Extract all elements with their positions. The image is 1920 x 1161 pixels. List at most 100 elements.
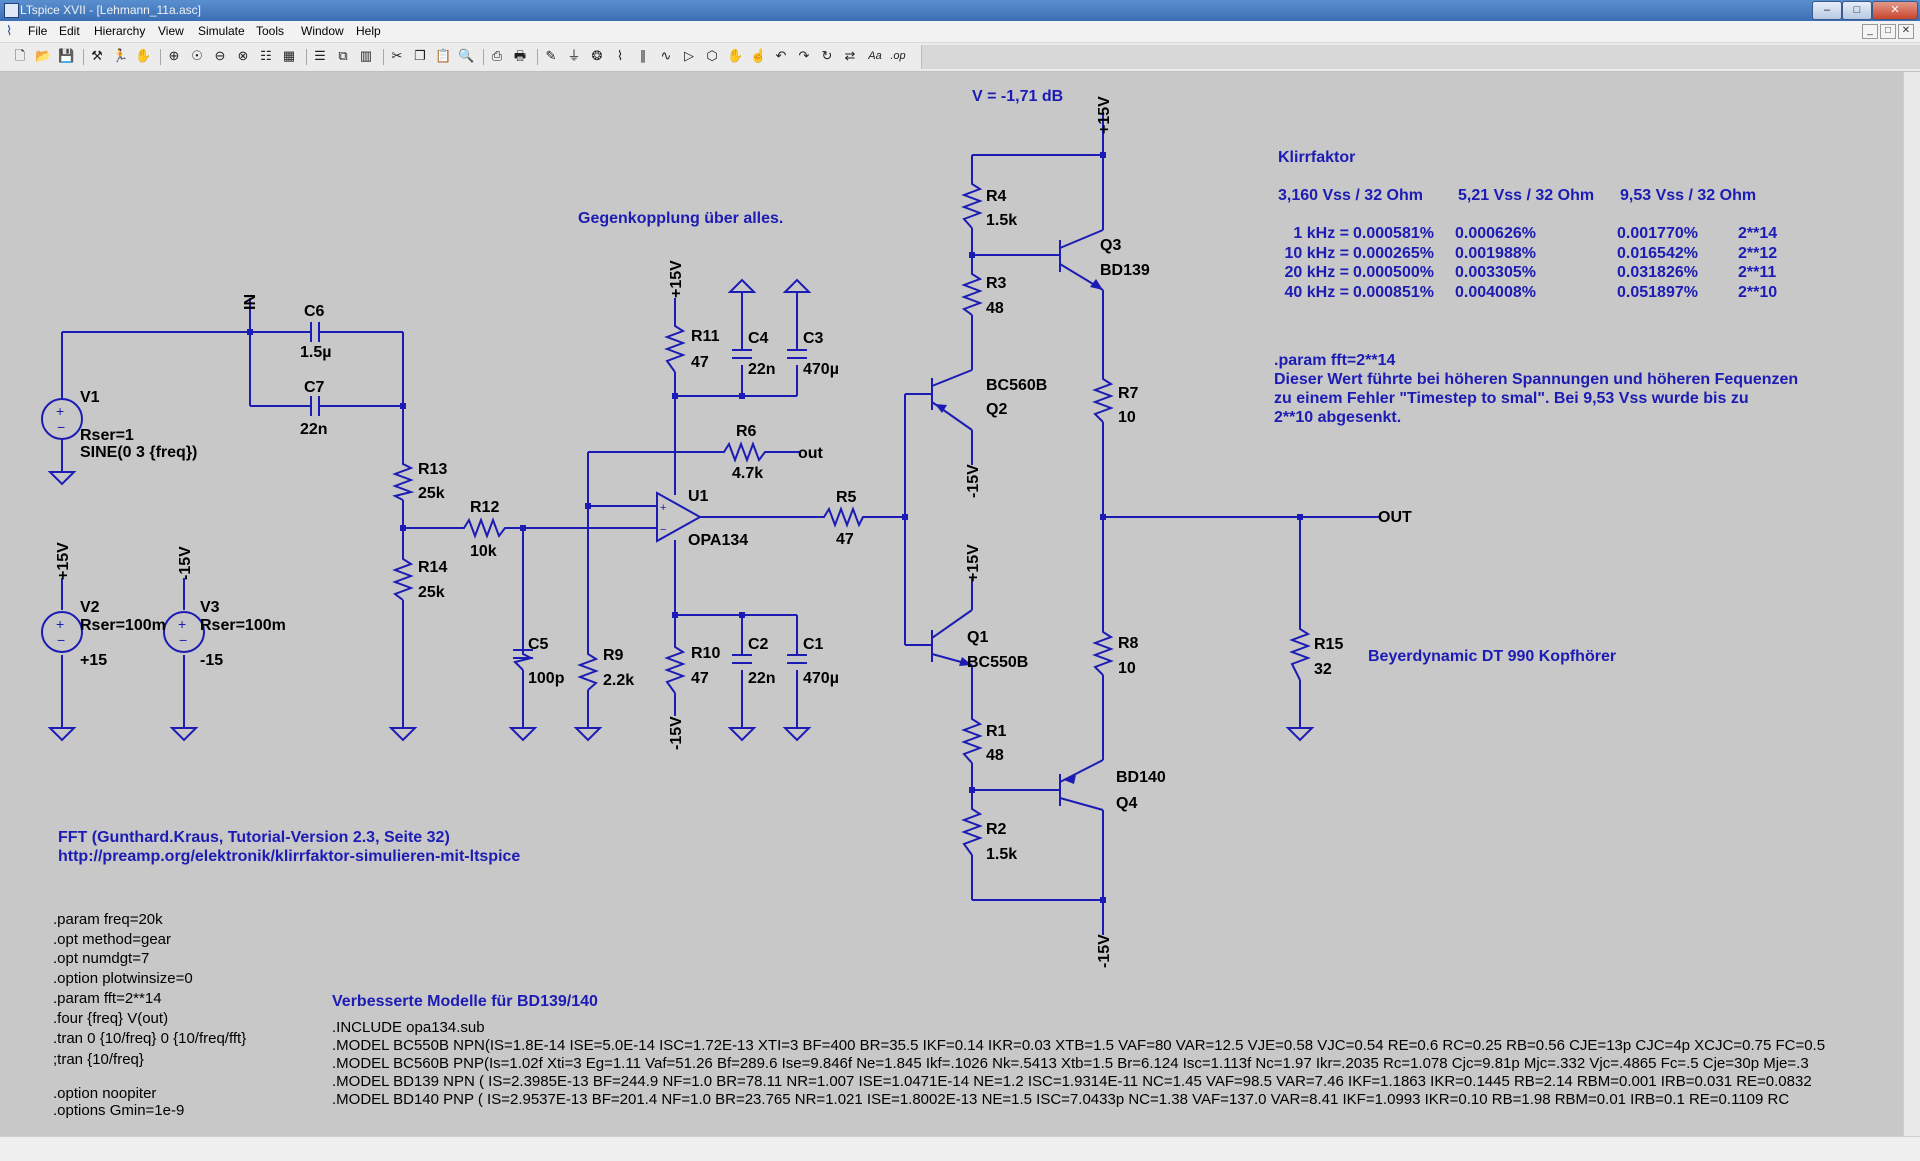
save-icon[interactable]: 💾 — [58, 48, 75, 63]
vertical-scrollbar[interactable] — [1903, 72, 1920, 1136]
menu-simulate[interactable]: Simulate — [198, 24, 245, 38]
find-icon[interactable]: 🔍 — [458, 48, 475, 63]
schematic-canvas[interactable]: .w{stroke:#1c1cb4;stroke-width:2;fill:no… — [0, 72, 1920, 1136]
text-icon[interactable]: Aa — [868, 50, 882, 62]
mdi-lightning-icon[interactable]: ⌇ — [6, 23, 13, 38]
directive-3: .opt numdgt=7 — [53, 950, 149, 967]
zoom-out-icon[interactable]: ⊖ — [214, 48, 226, 63]
net-p15-v2: +15V — [55, 542, 72, 580]
autorange-icon[interactable]: ☷ — [260, 48, 272, 63]
paste-icon[interactable]: 📋 — [435, 48, 452, 63]
klirr-r2-a: 0.000265% — [1353, 245, 1434, 262]
tile-vertical-icon[interactable]: ▥ — [359, 48, 373, 63]
tile-horizontal-icon[interactable]: ☰ — [314, 48, 326, 63]
menu-file[interactable]: File — [28, 24, 48, 38]
resistor-icon[interactable]: ⌇ — [616, 48, 624, 63]
menu-edit[interactable]: Edit — [59, 24, 80, 38]
v1-sine: SINE(0 3 {freq}) — [80, 444, 197, 461]
r1-val: 48 — [986, 747, 1004, 764]
model-line-1: .INCLUDE opa134.sub — [332, 1019, 485, 1036]
mdi-minimize-button[interactable]: _ — [1862, 24, 1878, 39]
model-line-5: .MODEL BD140 PNP ( IS=2.9537E-13 BF=201.… — [332, 1091, 1789, 1108]
drag-icon[interactable]: ☝ — [750, 48, 767, 63]
toolbar-separator — [483, 49, 484, 65]
r9-ref: R9 — [603, 647, 624, 664]
c4-val: 22n — [748, 361, 776, 378]
svg-text:−: − — [179, 632, 187, 648]
print-setup-icon[interactable]: ⎙ — [491, 48, 503, 63]
menu-hierarchy[interactable]: Hierarchy — [94, 24, 146, 38]
undo-icon[interactable]: ↶ — [775, 48, 787, 63]
r7-val: 10 — [1118, 409, 1136, 426]
mdi-restore-button[interactable]: □ — [1880, 24, 1896, 39]
net-labels: IN +15V -15V +15V -15V +15V -15V +15V -1… — [55, 96, 1412, 968]
klirr-r1-f: 1 kHz = — [1293, 225, 1349, 242]
schematic-drawing[interactable]: .w{stroke:#1c1cb4;stroke-width:2;fill:no… — [0, 72, 1904, 1136]
c3-val: 470µ — [803, 361, 839, 378]
open-icon[interactable]: 📂 — [35, 48, 52, 63]
v2-rser: Rser=100m — [80, 617, 166, 634]
cascade-icon[interactable]: ⧉ — [338, 48, 348, 63]
directive-5: .param fft=2**14 — [53, 990, 162, 1007]
c3-ref: C3 — [803, 330, 824, 347]
zoom-area-icon[interactable]: ☉ — [191, 48, 203, 63]
net-p15-u1: +15V — [668, 260, 685, 298]
svg-text:+: + — [56, 616, 64, 632]
maximize-button[interactable]: □ — [1842, 1, 1872, 20]
menu-help[interactable]: Help — [356, 24, 381, 38]
wire-icon[interactable]: ✎ — [545, 48, 557, 63]
menu-window[interactable]: Window — [301, 24, 344, 38]
minimize-button[interactable]: – — [1812, 1, 1842, 20]
ground-icon[interactable]: ⏚ — [567, 48, 581, 63]
v1-rser: Rser=1 — [80, 427, 134, 444]
r6-ref: R6 — [736, 423, 757, 440]
menu-tools[interactable]: Tools — [256, 24, 285, 38]
label-icon[interactable]: ❂ — [591, 48, 603, 63]
mirror-icon[interactable]: ⇄ — [844, 48, 856, 63]
mdi-close-button[interactable]: ✕ — [1898, 24, 1914, 39]
klirr-r3-fft: 2**11 — [1738, 264, 1776, 281]
klirr-r2-c: 0.016542% — [1617, 245, 1698, 262]
run-icon[interactable]: 🏃 — [112, 48, 129, 63]
rotate-icon[interactable]: ↻ — [821, 48, 833, 63]
halt-icon[interactable]: ✋ — [135, 48, 152, 63]
zoom-cancel-icon[interactable]: ⊗ — [237, 48, 249, 63]
menu-view[interactable]: View — [158, 24, 184, 38]
q3-ref: Q3 — [1100, 237, 1121, 254]
toolbar-separator — [160, 49, 161, 65]
print-icon[interactable]: 🖶 — [513, 48, 527, 63]
net-p15-q1: +15V — [965, 544, 982, 582]
control-panel-icon[interactable]: ⚒ — [91, 48, 103, 63]
q3-val: BD139 — [1100, 262, 1150, 279]
klirr-r1-fft: 2**14 — [1738, 225, 1777, 242]
r2-val: 1.5k — [986, 846, 1017, 863]
opamp-u1: + − — [656, 491, 703, 543]
directive-9: .option noopiter — [53, 1085, 156, 1102]
klirr-title: Klirrfaktor — [1278, 149, 1355, 166]
r9-val: 2.2k — [603, 672, 634, 689]
diode-icon[interactable]: ▷ — [684, 48, 694, 63]
fit-icon[interactable]: ▦ — [282, 48, 296, 63]
close-button[interactable]: ✕ — [1872, 1, 1918, 20]
redo-icon[interactable]: ↷ — [798, 48, 810, 63]
capacitor-icon[interactable]: ∥ — [639, 48, 647, 63]
move-icon[interactable]: ✋ — [727, 48, 744, 63]
cut-icon[interactable]: ✂ — [391, 48, 403, 63]
r10-ref: R10 — [691, 645, 720, 662]
r14-val: 25k — [418, 584, 445, 601]
c2-ref: C2 — [748, 636, 769, 653]
toolbar-separator — [306, 49, 307, 65]
junctions — [247, 152, 1303, 903]
spice-directive-icon[interactable]: .op — [890, 50, 906, 62]
zoom-in-icon[interactable]: ⊕ — [168, 48, 180, 63]
copy-icon[interactable]: ❐ — [414, 48, 426, 63]
directive-1: .param freq=20k — [53, 911, 163, 928]
r11-ref: R11 — [691, 328, 720, 345]
model-line-2: .MODEL BC550B NPN(IS=1.8E-14 ISE=5.0E-14… — [332, 1037, 1825, 1054]
inductor-icon[interactable]: ∿ — [660, 48, 672, 63]
new-schematic-icon[interactable]: 🗋 — [14, 48, 26, 63]
resistors — [392, 180, 1311, 856]
toolbar: 🗋 📂 💾 ⚒ 🏃 ✋ ⊕ ☉ ⊖ ⊗ ☷ ▦ ☰ ⧉ ▥ ✂ ❐ 📋 🔍 ⎙ 🖶 ✎ ⏚ ❂ ⌇ ∥ ∿ ▷ ⬡ ✋ ☝ ↶ ↷ ↻ ⇄ Aa .op — [0, 43, 1920, 72]
component-icon[interactable]: ⬡ — [706, 48, 718, 63]
svg-text:+: + — [178, 616, 186, 632]
